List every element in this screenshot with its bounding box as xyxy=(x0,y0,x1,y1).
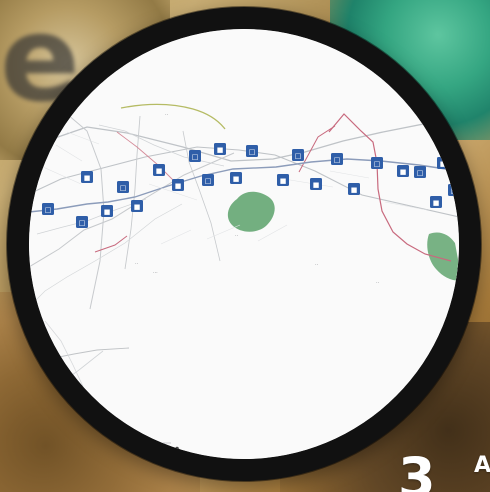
road-short-3 xyxy=(29,203,183,308)
marker: ■ xyxy=(397,165,409,177)
map-view: □ □ ■ ■ xyxy=(29,29,459,459)
marker: □ xyxy=(331,153,343,165)
marker: ■ xyxy=(131,200,143,212)
svg-text:..: .. xyxy=(165,111,169,117)
route-red-top xyxy=(116,131,176,183)
svg-text:..: .. xyxy=(315,261,319,267)
marker: ■ xyxy=(348,183,360,195)
svg-text:■: ■ xyxy=(280,177,287,185)
svg-text:□: □ xyxy=(205,177,212,185)
marker: □ xyxy=(448,184,459,196)
svg-text:...: ... xyxy=(153,269,158,275)
marker: □ xyxy=(76,216,88,228)
marker: □ xyxy=(202,174,214,186)
corner-letter: A xyxy=(474,453,490,478)
svg-text:□: □ xyxy=(120,184,127,192)
map-svg: □ □ ■ ■ xyxy=(29,29,459,459)
svg-text:■: ■ xyxy=(400,168,407,176)
marker: ■ xyxy=(172,179,184,191)
road-vertical-left xyxy=(53,102,105,310)
svg-text:□: □ xyxy=(45,206,52,214)
marker: ■ xyxy=(430,196,442,208)
road-vertical-center xyxy=(124,115,141,270)
svg-text:■: ■ xyxy=(156,167,163,175)
svg-text:■: ■ xyxy=(104,208,111,216)
svg-text:■: ■ xyxy=(433,199,440,207)
marker: □ xyxy=(414,166,426,178)
svg-text:■: ■ xyxy=(217,146,224,154)
magnifier-lens: □ □ ■ ■ xyxy=(7,7,481,481)
svg-text:□: □ xyxy=(417,169,424,177)
park-green-right xyxy=(427,232,459,281)
svg-text:■: ■ xyxy=(175,182,182,190)
map-content: □ □ ■ ■ xyxy=(29,29,459,459)
marker: ■ xyxy=(277,174,289,186)
road-lower xyxy=(48,347,130,360)
svg-text:..: .. xyxy=(376,279,380,285)
svg-text:■: ■ xyxy=(313,181,320,189)
marker: ■ xyxy=(101,205,113,217)
marker: □ xyxy=(117,181,129,193)
svg-text:□: □ xyxy=(79,219,86,227)
park-green-center xyxy=(227,191,275,232)
route-red-left xyxy=(94,235,128,253)
marker: ■ xyxy=(437,157,449,169)
svg-text:□: □ xyxy=(374,160,381,168)
boundary-red xyxy=(328,113,452,262)
marker: □ xyxy=(189,150,201,162)
marker: ■ xyxy=(81,171,93,183)
marker: □ xyxy=(246,145,258,157)
marker: ■ xyxy=(310,178,322,190)
svg-text:■: ■ xyxy=(233,175,240,183)
svg-text:■: ■ xyxy=(84,174,91,182)
marker: □ xyxy=(371,157,383,169)
svg-text:□: □ xyxy=(249,148,256,156)
small-map-labels: .. ... .. .. .. .. xyxy=(135,111,380,285)
svg-text:..: .. xyxy=(235,232,239,238)
marker: ■ xyxy=(214,143,226,155)
map-background xyxy=(29,29,459,459)
marker: ■ xyxy=(230,172,242,184)
svg-text:■: ■ xyxy=(440,160,447,168)
highway-yellow xyxy=(120,103,226,130)
boundary-red-short xyxy=(298,125,336,173)
road-tertiary xyxy=(29,152,235,268)
minor-grid xyxy=(42,131,428,245)
svg-text:■: ■ xyxy=(134,203,141,211)
road-vertical-right xyxy=(182,130,221,262)
marker: □ xyxy=(42,203,54,215)
map-markers: □ □ ■ ■ xyxy=(42,143,459,228)
svg-text:□: □ xyxy=(295,152,302,160)
corner-number: 3 xyxy=(398,446,436,492)
road-main xyxy=(29,116,459,162)
svg-text:□: □ xyxy=(451,187,458,195)
marker: □ xyxy=(292,149,304,161)
marker: ■ xyxy=(153,164,165,176)
svg-text:□: □ xyxy=(334,156,341,164)
svg-text:..: .. xyxy=(135,260,139,266)
svg-text:□: □ xyxy=(192,153,199,161)
svg-text:■: ■ xyxy=(351,186,358,194)
